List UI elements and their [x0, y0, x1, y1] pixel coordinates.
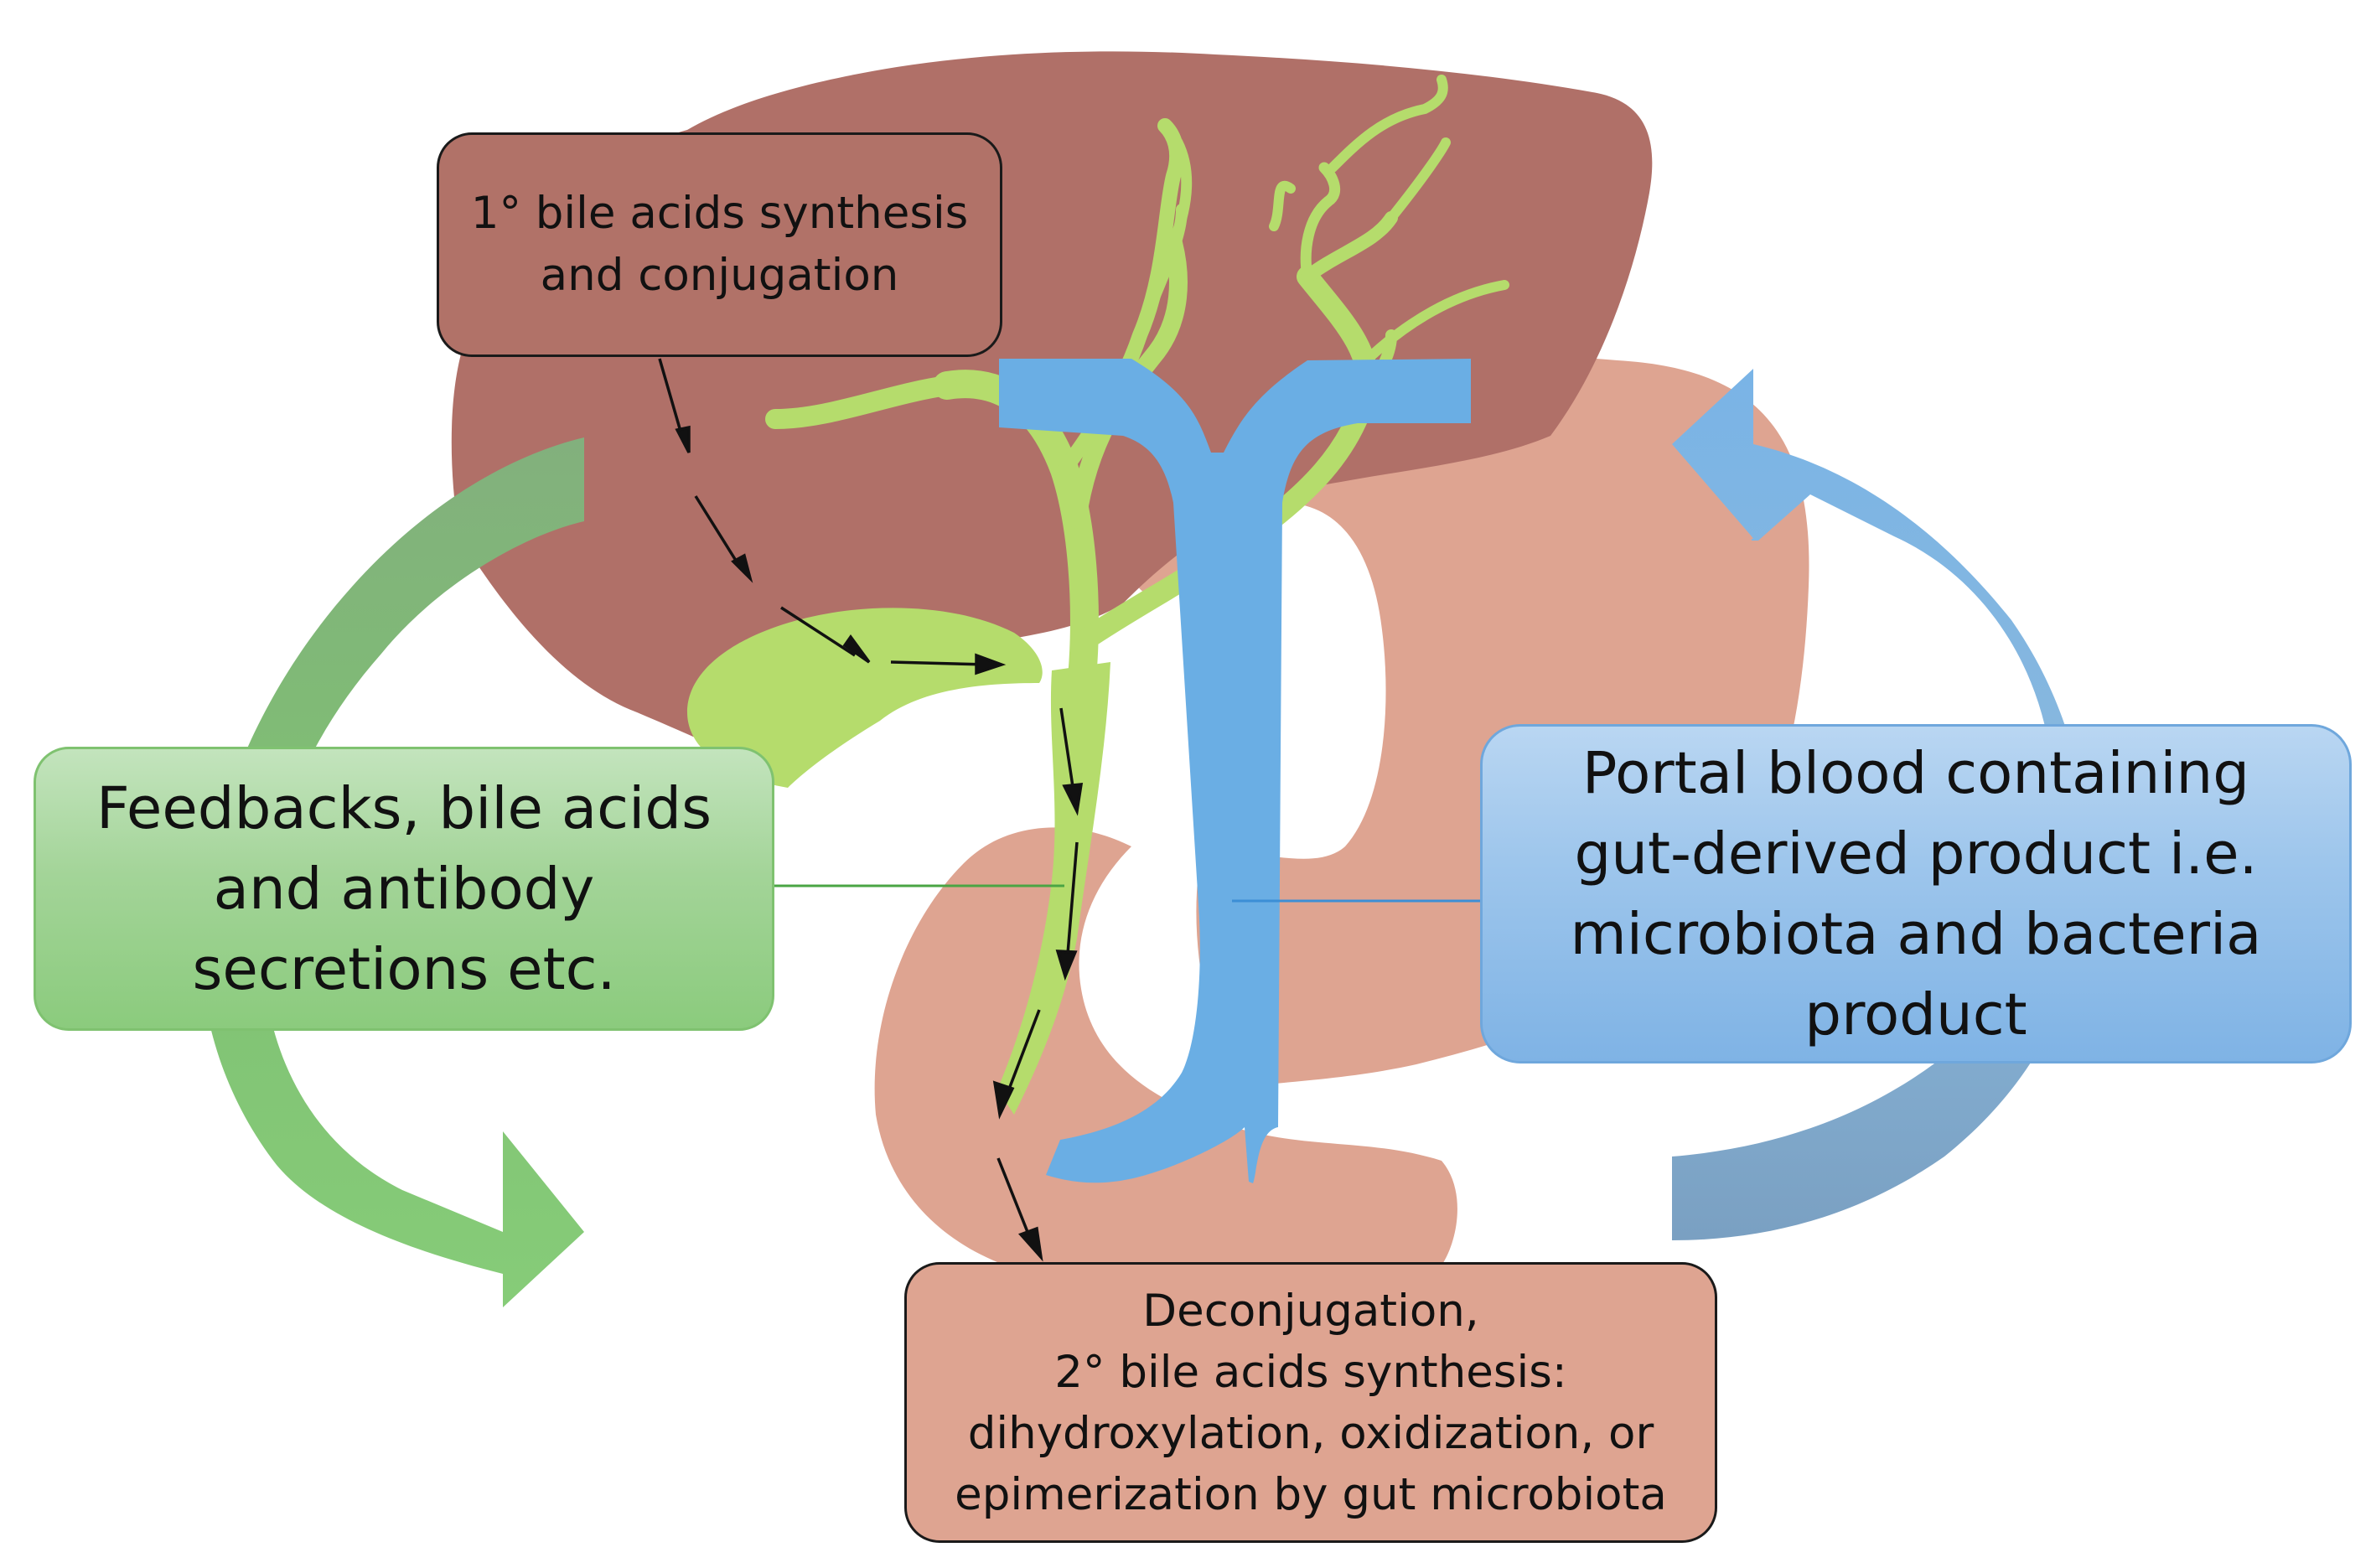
portal-line-2: gut-derived product i.e.: [1574, 820, 2258, 887]
bile-flow-arrows: [658, 358, 1084, 1262]
feedback-line-3: secretions etc.: [192, 935, 616, 1003]
portal-blood-box: Portal blood containing gut-derived prod…: [1480, 724, 2352, 1063]
feedback-cycle-arrow: [200, 437, 584, 1307]
feedback-secretions-box: Feedbacks, bile acids and antibody secre…: [34, 747, 774, 1031]
portal-vein-shape: [999, 359, 1471, 1183]
common-bile-duct: [997, 662, 1110, 1115]
synthesis-line-2: and conjugation: [540, 250, 899, 301]
feedback-line-2: and antibody: [213, 855, 595, 923]
deconjugation-box: Deconjugation, 2° bile acids synthesis: …: [904, 1262, 1717, 1543]
deconjugation-line-3: dihydroxylation, oxidization, or: [967, 1407, 1654, 1459]
synthesis-line-1: 1° bile acids synthesis: [470, 188, 969, 239]
portal-line-4: product: [1804, 981, 2027, 1048]
upper-duct-tips: [1167, 75, 1509, 374]
primary-bile-acid-synthesis-box: 1° bile acids synthesis and conjugation: [437, 132, 1002, 357]
deconjugation-line-2: 2° bile acids synthesis:: [1054, 1346, 1567, 1398]
deconjugation-line-4: epimerization by gut microbiota: [955, 1468, 1667, 1520]
portal-line-3: microbiota and bacteria: [1570, 900, 2262, 968]
duodenum-shape: [874, 827, 1457, 1265]
feedback-line-1: Feedbacks, bile acids: [96, 774, 712, 842]
gallbladder-shape: [687, 608, 1043, 788]
portal-line-1: Portal blood containing: [1581, 739, 2250, 807]
deconjugation-line-1: Deconjugation,: [1142, 1285, 1479, 1337]
